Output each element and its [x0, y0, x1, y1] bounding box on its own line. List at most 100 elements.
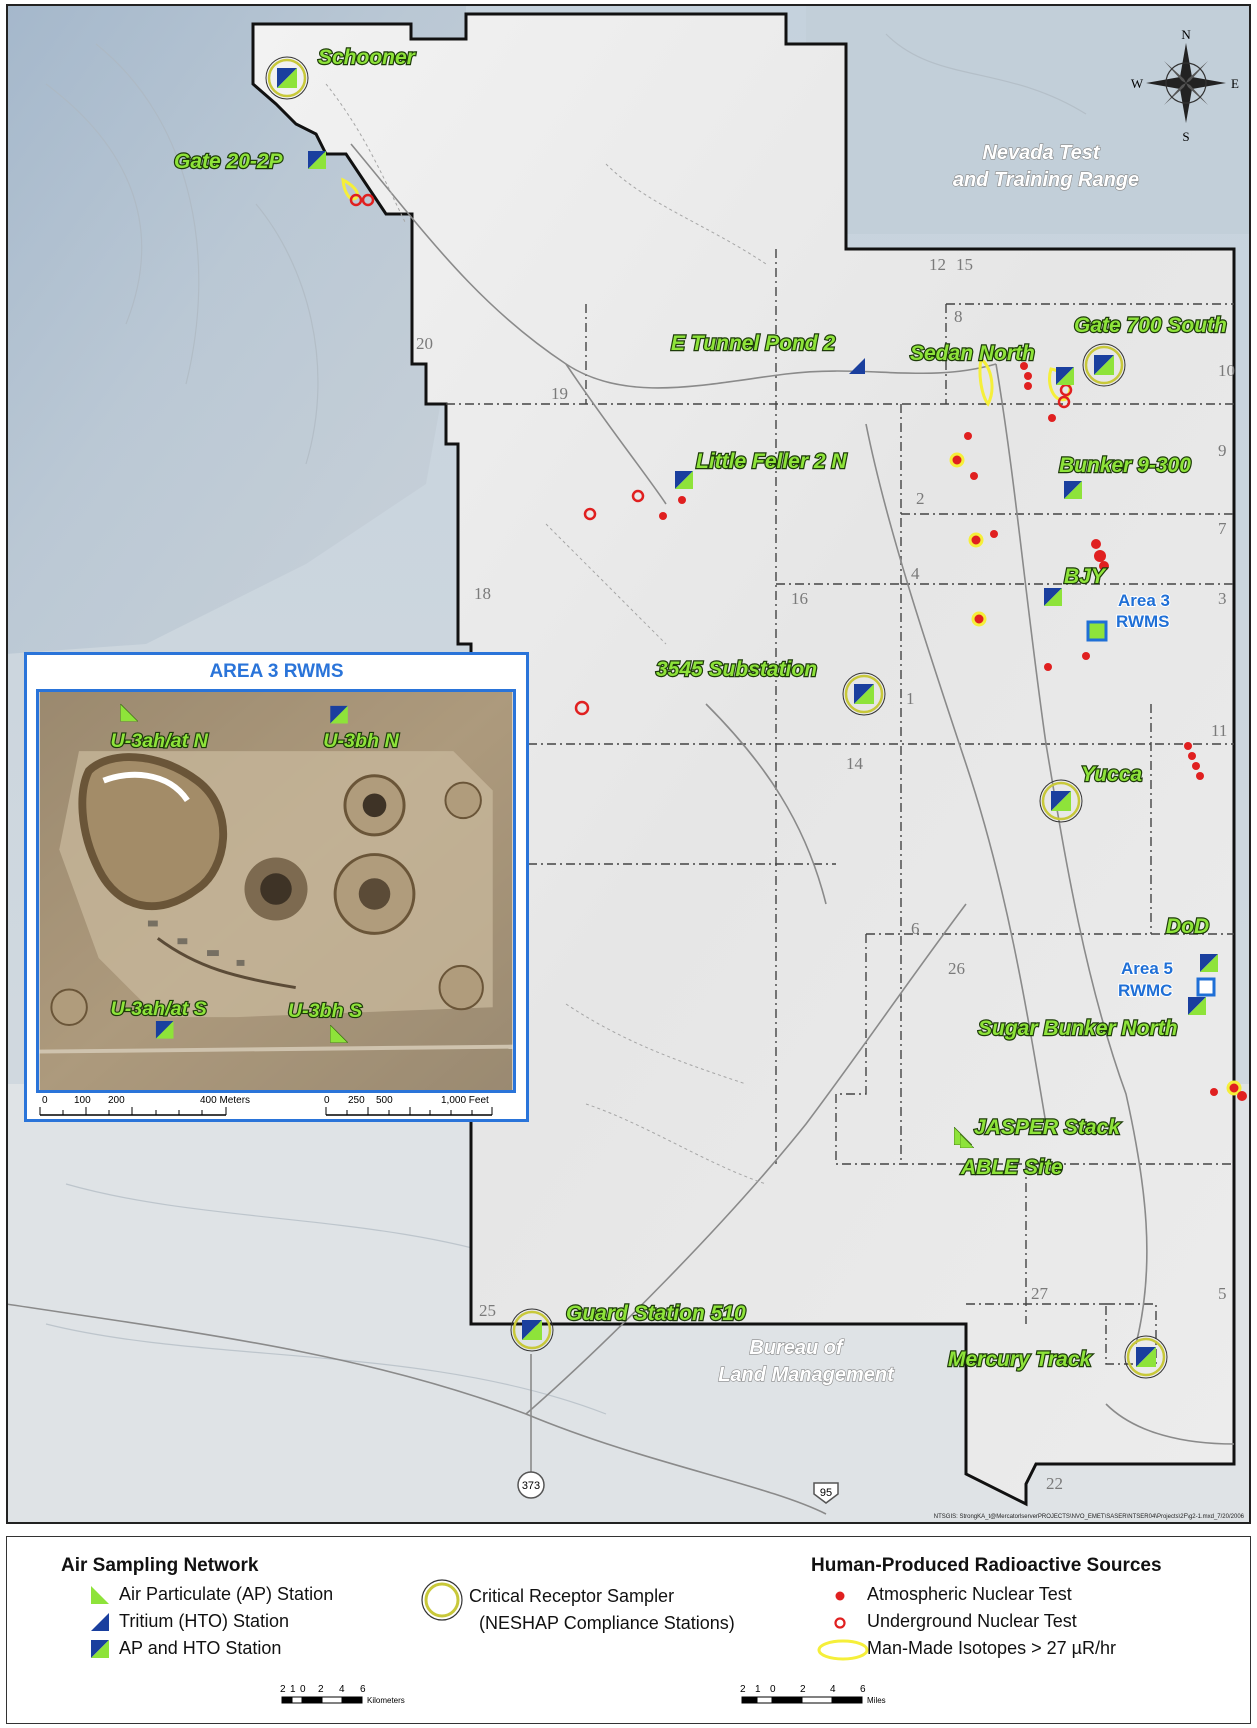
svg-text:S: S [1182, 129, 1189, 144]
atmospheric-test-marker [1024, 372, 1032, 380]
compass-rose: N S E W [1131, 27, 1239, 144]
station-label: Gate 20-2P [174, 150, 284, 173]
inset-aerial: U-3ah/at N U-3bh N U-3ah/at S U-3bh S [36, 689, 516, 1093]
svg-text:500: 500 [376, 1095, 393, 1106]
gate700-station-icon[interactable] [1094, 355, 1114, 375]
svg-text:250: 250 [348, 1095, 365, 1106]
underground-test-marker [631, 489, 645, 503]
inset-title: AREA 3 RWMS [209, 661, 344, 682]
region-label: Nevada Test [982, 142, 1100, 164]
station-label: Guard Station 510 [566, 1302, 746, 1325]
atmospheric-test-marker [1192, 762, 1200, 770]
atmospheric-test-marker [1082, 652, 1090, 660]
svg-text:4: 4 [830, 1684, 836, 1695]
bunker-station-icon[interactable] [1064, 481, 1082, 499]
area-number: 1 [906, 689, 915, 708]
svg-text:1: 1 [290, 1684, 296, 1695]
atmospheric-test-marker [1210, 1088, 1218, 1096]
underground-test-marker [1057, 395, 1071, 409]
critical-receptor-ring [842, 672, 886, 716]
littlefeller-station-icon[interactable] [675, 471, 693, 489]
bjy-station-icon[interactable] [1044, 588, 1062, 606]
svg-text:4: 4 [339, 1684, 345, 1695]
atmospheric-test-marker [1020, 362, 1028, 370]
waste-site-label: Area 5 [1121, 959, 1173, 978]
atmospheric-test-marker [1048, 414, 1056, 422]
svg-text:W: W [1131, 76, 1144, 91]
legend-hto-label: Tritium (HTO) Station [119, 1611, 290, 1631]
atmospheric-test-marker [1196, 772, 1204, 780]
area-number: 14 [846, 754, 864, 773]
area-numbers: 20 19 18 16 12 15 8 10 9 2 7 4 3 1 14 11… [416, 255, 1235, 1493]
waste-site-label: RWMS [1116, 612, 1170, 631]
underground-test-marker [574, 700, 590, 716]
critical-receptor-ring [1039, 779, 1083, 823]
inset-station-label: U-3ah/at S [110, 998, 206, 1020]
sedan-station-icon[interactable] [1056, 367, 1074, 385]
station-label: DoD [1166, 915, 1209, 938]
waste-site-label: RWMC [1118, 981, 1172, 1000]
legend-under-label: Underground Nuclear Test [867, 1611, 1077, 1631]
svg-text:2: 2 [740, 1684, 746, 1695]
schooner-station-icon[interactable] [277, 68, 297, 88]
guard-station-icon[interactable] [522, 1320, 542, 1340]
atmospheric-test-marker [659, 512, 667, 520]
legend-isotope-label: Man-Made Isotopes > 27 µR/hr [867, 1638, 1116, 1658]
svg-text:2: 2 [280, 1684, 286, 1695]
hto-station-icon [91, 1613, 109, 1631]
area-number: 27 [1031, 1284, 1049, 1303]
area3-waste-site-icon[interactable] [1086, 620, 1108, 642]
waste-site-label: Area 3 [1118, 591, 1170, 610]
area-number: 5 [1218, 1284, 1227, 1303]
inset-panel: AREA 3 RWMS U-3ah/at N U-3bh N U-3ah/at … [24, 652, 529, 1122]
critical-receptor-ring [1124, 1335, 1168, 1379]
station-label: BJY [1064, 565, 1107, 588]
inset-meter-scale: 0 100 200 400 Meters [39, 1095, 250, 1116]
svg-text:95: 95 [820, 1487, 832, 1499]
area-number: 8 [954, 307, 963, 326]
mercury-station-icon[interactable] [1136, 1347, 1156, 1367]
atmospheric-test-icon [835, 1591, 845, 1601]
svg-text:2: 2 [800, 1684, 806, 1695]
inset-station-label: U-3bh N [323, 730, 399, 752]
svg-text:N: N [1181, 27, 1191, 42]
legend-ap-label: Air Particulate (AP) Station [119, 1584, 334, 1604]
legend-panel: Air Sampling Network Air Particulate (AP… [6, 1536, 1251, 1724]
station-label: ABLE Site [960, 1156, 1063, 1179]
u3bh-n-station-icon[interactable] [330, 705, 348, 724]
station-label: Little Feller 2 N [696, 450, 847, 473]
underground-test-icon [834, 1617, 846, 1629]
critical-receptor-ring [1082, 343, 1126, 387]
station-label: E Tunnel Pond 2 [671, 332, 835, 355]
svg-text:0: 0 [324, 1095, 330, 1106]
atmospheric-test-marker [1226, 1080, 1242, 1096]
station-label: Sugar Bunker North [978, 1017, 1178, 1040]
gate20-station-icon[interactable] [308, 151, 326, 169]
area5-waste-site-icon[interactable] [1196, 977, 1216, 997]
sub3545-station-icon[interactable] [854, 684, 874, 704]
station-label: Sedan North [910, 342, 1035, 365]
u3ah-s-station-icon[interactable] [155, 1021, 174, 1039]
dod-station-icon[interactable] [1200, 954, 1218, 972]
sugar-station-icon[interactable] [1188, 997, 1206, 1015]
station-label: Schooner [318, 46, 417, 69]
underground-test-marker [361, 193, 375, 207]
area-number: 9 [1218, 441, 1227, 460]
legend-both-label: AP and HTO Station [119, 1638, 282, 1658]
atmospheric-test-marker [1188, 752, 1196, 760]
yucca-station-icon[interactable] [1051, 791, 1071, 811]
atmospheric-test-marker [970, 472, 978, 480]
legend-network-title: Air Sampling Network [61, 1555, 259, 1576]
underground-tests [349, 193, 1073, 716]
miles-scale-bar: 2 1 0 2 4 6 Miles [740, 1684, 886, 1705]
critical-receptor-ring [265, 56, 309, 100]
atmospheric-tests [659, 362, 1247, 1101]
svg-text:Kilometers: Kilometers [367, 1696, 405, 1705]
underground-test-marker [583, 507, 597, 521]
inset-feet-scale: 0 250 500 1,000 Feet [324, 1095, 493, 1116]
inset-scale-bars: 0 100 200 400 Meters 0 250 500 1,000 Fee… [39, 1095, 493, 1116]
area-number: 10 [1218, 361, 1235, 380]
area-number: 19 [551, 384, 568, 403]
area-number: 16 [791, 589, 808, 608]
svg-text:0: 0 [42, 1095, 48, 1106]
